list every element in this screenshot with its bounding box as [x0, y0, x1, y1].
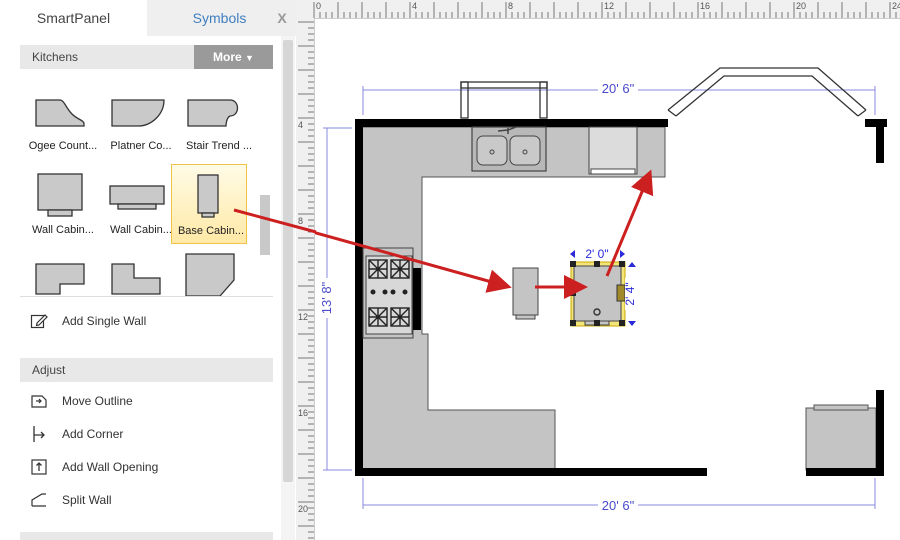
action-label: Move Outline: [62, 394, 133, 408]
horizontal-ruler: 0 4 8 12 16 20 24: [296, 0, 900, 19]
dimension-top-label: 20' 6": [602, 81, 635, 96]
shape-platner-countertop[interactable]: Platner Co...: [102, 80, 177, 158]
library-title: Kitchens: [32, 50, 79, 64]
diagonal-corner-cabinet-icon: [185, 253, 235, 296]
ruler-label: 8: [298, 216, 303, 226]
split-wall-icon: [31, 493, 46, 507]
shape-base-cabinet[interactable]: Base Cabin...: [171, 164, 247, 244]
ruler-label: 24: [892, 1, 900, 11]
selected-width-label: 2' 0": [585, 247, 608, 261]
shape-diagonal-corner-cabinet[interactable]: [180, 250, 255, 296]
action-label: Split Wall: [62, 493, 112, 507]
floor-plan[interactable]: 20' 6" 20' 6" 13' 8": [315, 19, 900, 540]
dimension-bottom-label: 20' 6": [602, 498, 635, 513]
corner-countertop-icon: [111, 263, 161, 295]
ruler-label: 20: [796, 1, 806, 11]
shape-wall-cabinet-wide[interactable]: Wall Cabin...: [102, 164, 177, 242]
walls: [355, 119, 887, 476]
wall-cabinet-wide-icon: [109, 185, 165, 210]
ruler-label: 16: [700, 1, 710, 11]
edit-wall-icon: [30, 314, 48, 329]
dimension-lines: [323, 86, 876, 509]
more-label: More: [213, 50, 242, 64]
shape-ogee-countertop[interactable]: Ogee Count...: [24, 80, 99, 158]
dimension-left-label: 13' 8": [319, 281, 334, 314]
corner-cabinet-top: [813, 404, 869, 411]
shape-label: Stair Trend ...: [185, 140, 253, 152]
selected-depth-label: 2' 4": [623, 282, 637, 305]
close-panel-icon[interactable]: X: [277, 10, 287, 26]
shape-label: Ogee Count...: [28, 140, 98, 152]
panel-scrollbar-thumb[interactable]: [283, 40, 293, 482]
adjust-header: Adjust: [20, 358, 273, 382]
ruler-label: 8: [508, 1, 513, 11]
ruler-label: 4: [298, 120, 303, 130]
adjust-title: Adjust: [32, 363, 66, 377]
platner-countertop-icon: [111, 99, 165, 127]
drawing-canvas[interactable]: 20' 6" 20' 6" 13' 8": [315, 19, 900, 540]
dropped-base-cabinet[interactable]: [512, 267, 539, 320]
next-section-header: [20, 532, 273, 540]
wall-cabinet-icon: [37, 173, 83, 217]
add-corner-icon: [33, 426, 45, 442]
ruler-label: 16: [298, 408, 308, 418]
stove[interactable]: [362, 247, 421, 339]
ruler-label: 12: [298, 312, 308, 322]
shape-gallery: Ogee Count... Platner Co... Stair Trend …: [20, 70, 273, 297]
vertical-ruler: 4 8 12 16 20: [296, 18, 315, 540]
shape-label: Wall Cabin...: [32, 224, 94, 236]
action-label: Add Single Wall: [62, 314, 147, 328]
shape-label: Platner Co...: [110, 140, 172, 152]
base-cabinet-icon: [197, 174, 219, 218]
dishwasher[interactable]: [588, 126, 638, 175]
l-countertop-icon: [35, 263, 85, 295]
smart-panel: SmartPanel Symbols X Kitchens More ▼ Oge…: [0, 0, 296, 540]
shape-stair-trend-countertop[interactable]: Stair Trend ...: [180, 80, 255, 158]
shape-l-countertop[interactable]: [24, 250, 99, 296]
action-label: Add Corner: [62, 427, 124, 441]
tab-smartpanel[interactable]: SmartPanel: [0, 0, 147, 36]
shape-wall-cabinet[interactable]: Wall Cabin...: [24, 164, 99, 242]
corner-cabinet[interactable]: [805, 407, 877, 471]
double-sink[interactable]: [471, 126, 547, 172]
action-label: Add Wall Opening: [62, 460, 159, 474]
shape-corner-countertop[interactable]: [102, 250, 177, 296]
ruler-label: 4: [412, 1, 417, 11]
shape-label: Base Cabin...: [177, 225, 245, 237]
ruler-label: 12: [604, 1, 614, 11]
stair-trend-countertop-icon: [187, 99, 239, 127]
move-outline-icon: [31, 395, 47, 408]
window-frame: [460, 81, 548, 119]
caret-down-icon: ▼: [245, 53, 254, 63]
ruler-label: 0: [316, 1, 321, 11]
bay-window: [667, 67, 867, 117]
instruction-arrows: [315, 169, 654, 299]
ogee-countertop-icon: [35, 99, 85, 127]
more-button[interactable]: More ▼: [194, 45, 273, 69]
tab-symbols[interactable]: Symbols: [192, 10, 247, 26]
add-wall-opening-icon: [31, 459, 47, 475]
ruler-label: 20: [298, 504, 308, 514]
gallery-scrollbar[interactable]: [260, 195, 270, 255]
shape-label: Wall Cabin...: [110, 224, 172, 236]
